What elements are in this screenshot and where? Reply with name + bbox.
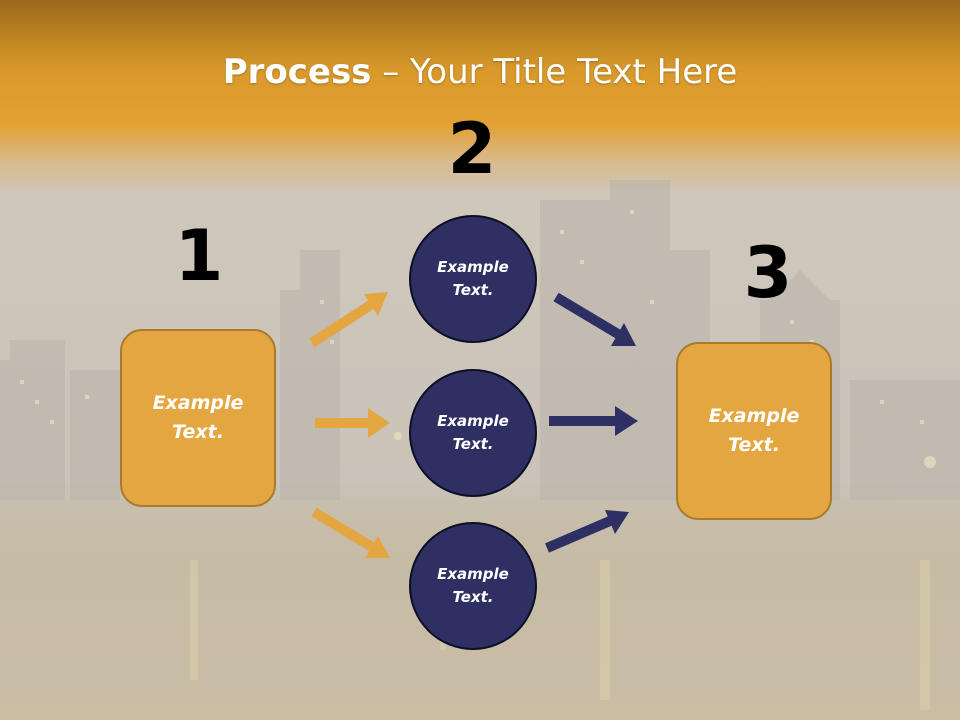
step-3-box: Example Text. — [676, 342, 832, 520]
step-number-1: 1 — [174, 215, 224, 297]
arrow-middle-to-3 — [549, 406, 638, 436]
step-1-label: Example Text. — [152, 392, 244, 443]
circle-top: Example Text. — [409, 215, 537, 343]
slide-title: Process – Your Title Text Here — [0, 52, 960, 92]
circle-bottom: Example Text. — [409, 522, 537, 650]
step-1-box: Example Text. — [120, 329, 276, 507]
arrow-bottom-to-3 — [545, 510, 629, 553]
circle-bottom-label: Example Text. — [437, 565, 509, 606]
circle-top-label: Example Text. — [437, 258, 509, 299]
title-rest: – Your Title Text Here — [371, 52, 738, 92]
title-bold: Process — [222, 52, 372, 92]
circle-middle: Example Text. — [409, 369, 537, 497]
arrow-1-to-top — [309, 292, 388, 348]
arrow-1-to-middle — [315, 408, 390, 438]
circle-middle-label: Example Text. — [437, 412, 509, 453]
step-3-label: Example Text. — [708, 405, 800, 456]
arrow-1-to-bottom — [311, 507, 390, 558]
step-number-3: 3 — [743, 232, 793, 314]
step-number-2: 2 — [447, 108, 497, 190]
arrow-top-to-3 — [553, 292, 636, 346]
